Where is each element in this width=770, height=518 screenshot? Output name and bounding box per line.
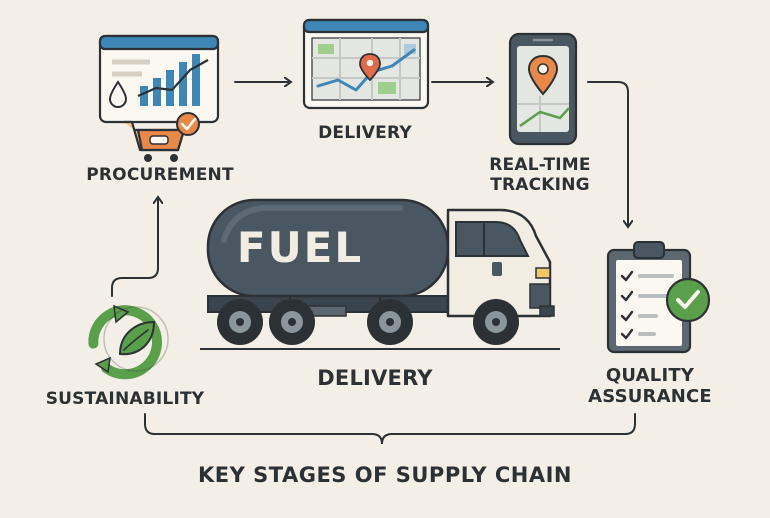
tank-fuel-text: FUEL bbox=[237, 223, 363, 272]
stage-label-delivery-main: DELIVERY bbox=[290, 366, 460, 390]
footer-text: KEY STAGES OF SUPPLY CHAIN bbox=[198, 463, 572, 487]
arrow-tracking-to-quality bbox=[587, 81, 628, 226]
stage-label-quality: QUALITY ASSURANCE bbox=[570, 365, 730, 407]
flow-arrows bbox=[111, 81, 628, 297]
stage-label-delivery: DELIVERY bbox=[300, 123, 430, 144]
delivery-main-text: DELIVERY bbox=[317, 366, 433, 390]
quality-text-line1: QUALITY bbox=[605, 365, 695, 386]
stages-bracket bbox=[144, 413, 636, 445]
stage-label-procurement: PROCUREMENT bbox=[60, 165, 260, 186]
tracking-text-line2: TRACKING bbox=[490, 174, 590, 195]
delivery-text: DELIVERY bbox=[318, 123, 412, 143]
truck-wheels bbox=[217, 299, 519, 345]
procurement-text: PROCUREMENT bbox=[86, 165, 234, 185]
phone-location-icon bbox=[508, 32, 578, 146]
clipboard-checklist-icon bbox=[606, 241, 711, 354]
fuel-truck-illustration: FUEL bbox=[200, 198, 560, 350]
diagram-footer-title: KEY STAGES OF SUPPLY CHAIN bbox=[110, 463, 660, 487]
map-route-icon bbox=[302, 18, 430, 110]
analytics-dashboard-cart-icon bbox=[98, 34, 220, 162]
recycle-leaf-icon bbox=[88, 304, 169, 380]
stage-label-sustainability: SUSTAINABILITY bbox=[20, 389, 230, 410]
quality-text-line2: ASSURANCE bbox=[588, 385, 712, 407]
tracking-text-line1: REAL-TIME bbox=[489, 155, 591, 175]
sustainability-text: SUSTAINABILITY bbox=[45, 389, 205, 409]
stage-label-tracking: REAL-TIME TRACKING bbox=[455, 155, 625, 195]
arrow-sustainability-to-procurement bbox=[111, 198, 158, 297]
